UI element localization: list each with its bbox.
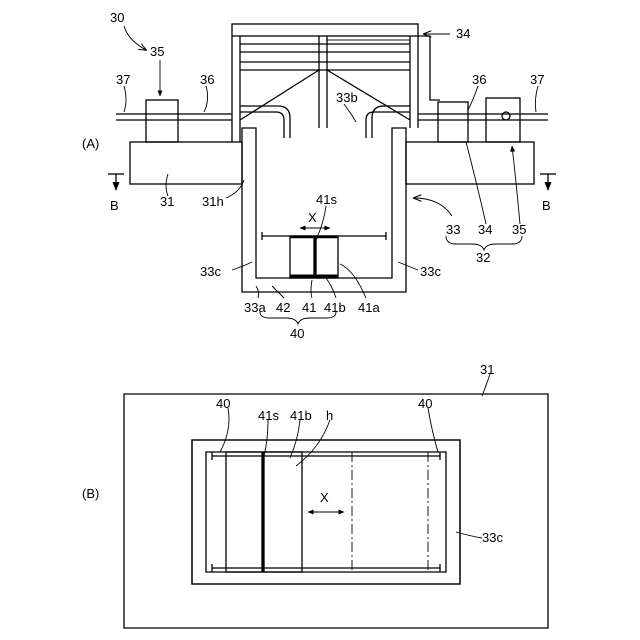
label-41s-a: 41s [316, 192, 337, 207]
leader-40-b-right [428, 408, 438, 452]
panel-a-b [226, 452, 262, 572]
motor-left [146, 100, 178, 142]
leader-41a [340, 264, 366, 298]
pipe-right-inner [372, 106, 410, 138]
label-33c-right: 33c [420, 264, 441, 279]
label-33a: 33a [244, 300, 266, 315]
leader-31-b [482, 374, 490, 396]
leader-37-left [124, 86, 126, 112]
label-42: 42 [276, 300, 290, 315]
leader-41 [311, 280, 312, 298]
label-b-left: B [110, 198, 119, 213]
label-b-right: B [542, 198, 551, 213]
label-41: 41 [302, 300, 316, 315]
label-33: 33 [446, 222, 460, 237]
leader-31h [226, 180, 244, 198]
brace-32 [446, 236, 522, 250]
leader-33-arrow [414, 198, 452, 216]
leader-33b [344, 104, 356, 122]
chamber-wall [242, 128, 406, 292]
label-41a: 41a [358, 300, 380, 315]
leader-h-b [296, 420, 330, 466]
panel-label-b: (B) [82, 486, 99, 501]
base-plate-right [406, 142, 534, 184]
leader-34-bottom [466, 142, 486, 224]
figure-b: (B) 31 40 41s 41b h 40 [82, 362, 548, 628]
shaft-end [502, 112, 510, 120]
unit-panel-a [316, 236, 338, 278]
bearing-right [438, 102, 468, 142]
section-mark-right [540, 174, 556, 190]
leader-41b [326, 278, 336, 298]
label-x-a: X [308, 210, 317, 225]
base-plate-left [130, 142, 242, 184]
label-41b-b: 41b [290, 408, 312, 423]
leader-41s-b [264, 420, 268, 456]
panel-b-b [264, 452, 302, 572]
leader-33c-right [398, 262, 418, 270]
label-33b: 33b [336, 90, 358, 105]
section-mark-left [108, 174, 124, 190]
leader-37-right [535, 86, 538, 112]
label-34-bottom: 34 [478, 222, 492, 237]
label-32: 32 [476, 250, 490, 265]
label-31h: 31h [202, 194, 224, 209]
label-36-right: 36 [472, 72, 486, 87]
label-41s-b: 41s [258, 408, 279, 423]
label-30: 30 [110, 10, 124, 25]
figure-a: (A) [82, 10, 556, 341]
label-40-b-right: 40 [418, 396, 432, 411]
unit-panel-b [290, 236, 314, 278]
label-h-b: h [326, 408, 333, 423]
label-40-a: 40 [290, 326, 304, 341]
label-37-right: 37 [530, 72, 544, 87]
label-33c-left: 33c [200, 264, 221, 279]
label-33c-b: 33c [482, 530, 503, 545]
label-35-left: 35 [150, 44, 164, 59]
label-34-top: 34 [456, 26, 470, 41]
frame-34 [232, 24, 440, 142]
label-40-b-left: 40 [216, 396, 230, 411]
label-37-left: 37 [116, 72, 130, 87]
leader-40-b-left [220, 408, 229, 452]
label-41b: 41b [324, 300, 346, 315]
base-plate-b [124, 394, 548, 628]
leader-30 [124, 26, 146, 50]
leader-36-left [204, 86, 208, 112]
label-35-right: 35 [512, 222, 526, 237]
leader-41s [316, 206, 326, 240]
pipe-left-inner [240, 106, 290, 138]
label-36-left: 36 [200, 72, 214, 87]
leader-35-right [512, 146, 520, 224]
label-x-b: X [320, 490, 329, 505]
label-31: 31 [160, 194, 174, 209]
panel-label-a: (A) [82, 136, 99, 151]
leader-31 [166, 174, 168, 196]
leader-36-right [468, 86, 478, 110]
label-31-b: 31 [480, 362, 494, 377]
